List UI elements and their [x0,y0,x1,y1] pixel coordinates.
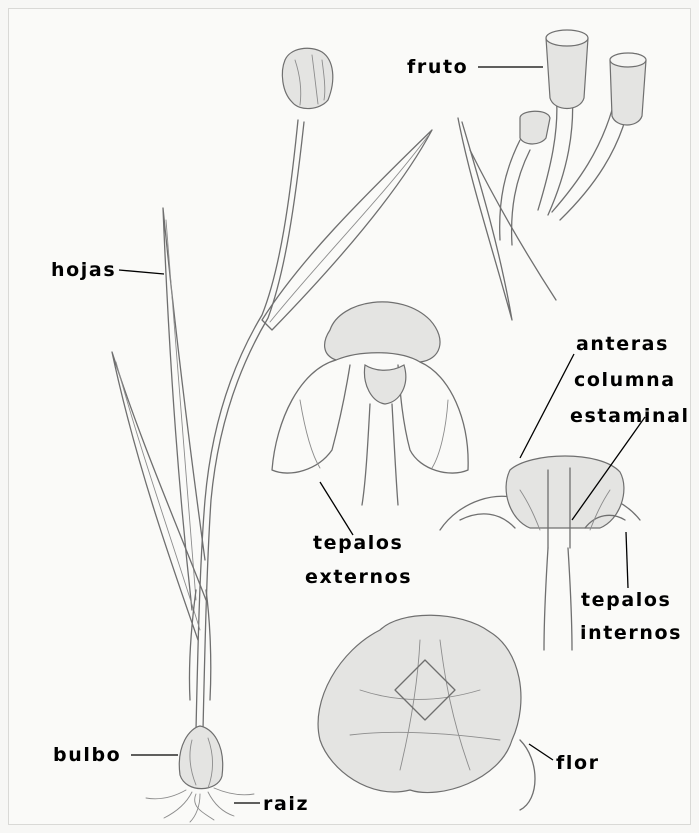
label-anteras: anteras [576,333,669,355]
label-columna: columna [574,369,676,391]
flower-side-drawing [272,302,468,505]
label-tepalos-internos-line2: internos [580,622,682,644]
label-fruto: fruto [407,56,468,78]
label-hojas: hojas [51,259,116,281]
leader-flor [529,744,553,760]
label-bulbo: bulbo [53,744,121,766]
leader-hojas [119,270,164,274]
leader-tepalos-internos [626,532,628,588]
label-tepalos-externos-line1: tepalos [313,532,403,554]
flower-front-drawing [318,615,535,810]
fruit-drawing [458,30,646,320]
flower-dissected-drawing [440,456,640,650]
label-tepalos-internos-line1: tepalos [581,589,671,611]
label-tepalos-externos-line2: externos [305,566,412,588]
leader-anteras [520,354,574,458]
label-flor: flor [556,752,600,774]
label-estaminal: estaminal [570,405,690,427]
label-raiz: raiz [263,793,309,815]
leader-tepalos-externos [320,482,353,535]
